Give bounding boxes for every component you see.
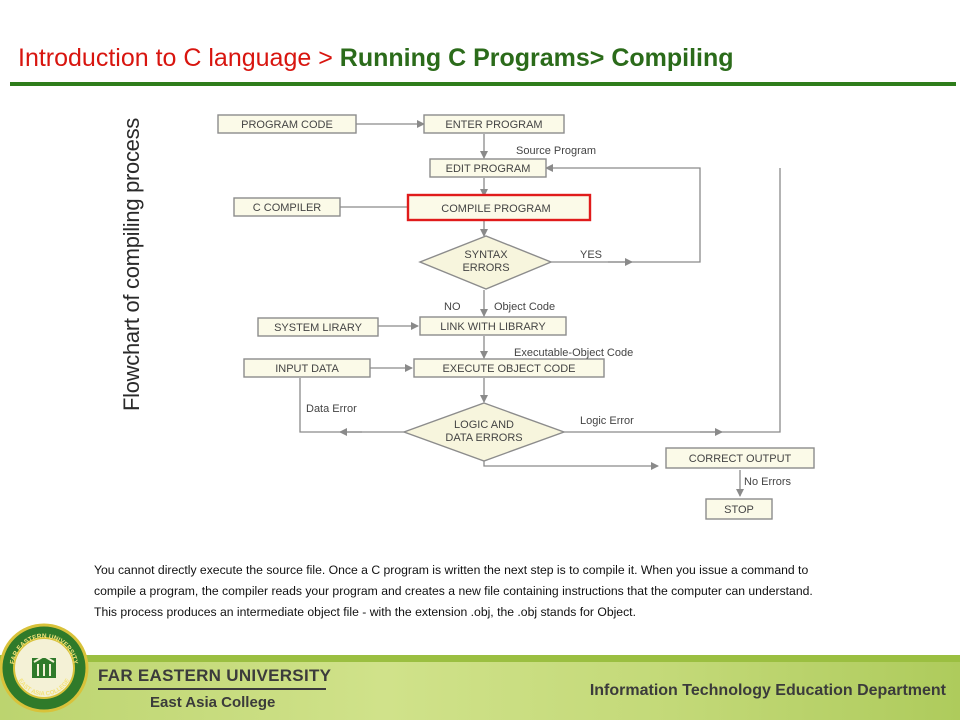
title-rule (10, 82, 956, 86)
flowchart-connectors (299, 120, 781, 497)
svg-text:ERRORS: ERRORS (462, 262, 509, 274)
compiling-flowchart: PROGRAM CODE ENTER PROGRAM EDIT PROGRAM … (217, 114, 815, 520)
svg-text:LOGIC AND: LOGIC AND (454, 419, 514, 431)
slide-title: Introduction to C language > Running C P… (18, 44, 734, 73)
node-logic-data-errors: LOGIC AND DATA ERRORS (401, 402, 567, 462)
description-line-3: This process produces an intermediate ob… (94, 605, 636, 619)
label-no: NO (444, 301, 461, 313)
label-executable-object-code: Executable-Object Code (514, 347, 633, 359)
node-enter-program: ENTER PROGRAM (423, 114, 565, 134)
svg-text:EXECUTE OBJECT CODE: EXECUTE OBJECT CODE (442, 363, 575, 375)
label-object-code: Object Code (494, 301, 555, 313)
svg-text:SYNTAX: SYNTAX (464, 249, 508, 261)
node-program-code: PROGRAM CODE (217, 114, 357, 134)
node-c-compiler: C COMPILER (233, 197, 341, 217)
svg-text:CORRECT OUTPUT: CORRECT OUTPUT (689, 453, 792, 465)
svg-text:ENTER PROGRAM: ENTER PROGRAM (445, 119, 542, 131)
compile-program-highlight (406, 193, 592, 222)
description-line-2: compile a program, the compiler reads yo… (94, 584, 813, 598)
college-name: East Asia College (150, 694, 276, 711)
svg-text:COMPILE PROGRAM: COMPILE PROGRAM (441, 203, 550, 215)
title-crumb: Introduction to C language (18, 44, 312, 72)
description-line-1: You cannot directly execute the source f… (94, 563, 809, 577)
node-link-with-library: LINK WITH LIBRARY (419, 316, 567, 336)
footer-bar (0, 662, 960, 720)
university-rule (98, 688, 326, 690)
edge-logic-data-error-to-input (299, 378, 404, 433)
node-compile-program: COMPILE PROGRAM (406, 193, 592, 222)
svg-text:PROGRAM CODE: PROGRAM CODE (241, 119, 333, 131)
edge-logic-error-to-edit (564, 168, 781, 433)
label-no-errors: No Errors (744, 476, 792, 488)
label-data-error: Data Error (306, 403, 357, 415)
footer-stripe (0, 655, 960, 662)
node-stop: STOP (705, 498, 773, 520)
department-name: Information Technology Education Departm… (589, 682, 946, 699)
label-yes: YES (580, 249, 602, 261)
label-logic-error: Logic Error (580, 415, 634, 427)
svg-text:INPUT DATA: INPUT DATA (275, 363, 339, 375)
node-system-library: SYSTEM LIRARY (257, 317, 379, 337)
node-correct-output: CORRECT OUTPUT (665, 447, 815, 469)
university-seal-icon: FAR EASTERN UNIVERSITY EAST ASIA COLLEGE (0, 623, 89, 713)
node-input-data: INPUT DATA (243, 358, 371, 378)
title-current: Running C Programs> Compiling (339, 44, 734, 72)
svg-text:LINK WITH LIBRARY: LINK WITH LIBRARY (440, 321, 546, 333)
university-name: FAR EASTERN UNIVERSITY (98, 666, 332, 685)
edge-logic-to-correct-output (483, 458, 659, 470)
svg-text:SYSTEM LIRARY: SYSTEM LIRARY (274, 322, 362, 334)
svg-text:EDIT PROGRAM: EDIT PROGRAM (446, 163, 531, 175)
node-edit-program: EDIT PROGRAM (429, 158, 547, 178)
label-source-program: Source Program (516, 145, 596, 157)
node-syntax-errors: SYNTAX ERRORS (418, 235, 553, 290)
title-separator: > (318, 44, 333, 72)
svg-text:STOP: STOP (724, 504, 754, 516)
svg-text:DATA ERRORS: DATA ERRORS (445, 432, 522, 444)
description-text: You cannot directly execute the source f… (94, 560, 934, 623)
svg-text:C COMPILER: C COMPILER (253, 202, 322, 214)
node-execute-object-code: EXECUTE OBJECT CODE (413, 358, 605, 378)
